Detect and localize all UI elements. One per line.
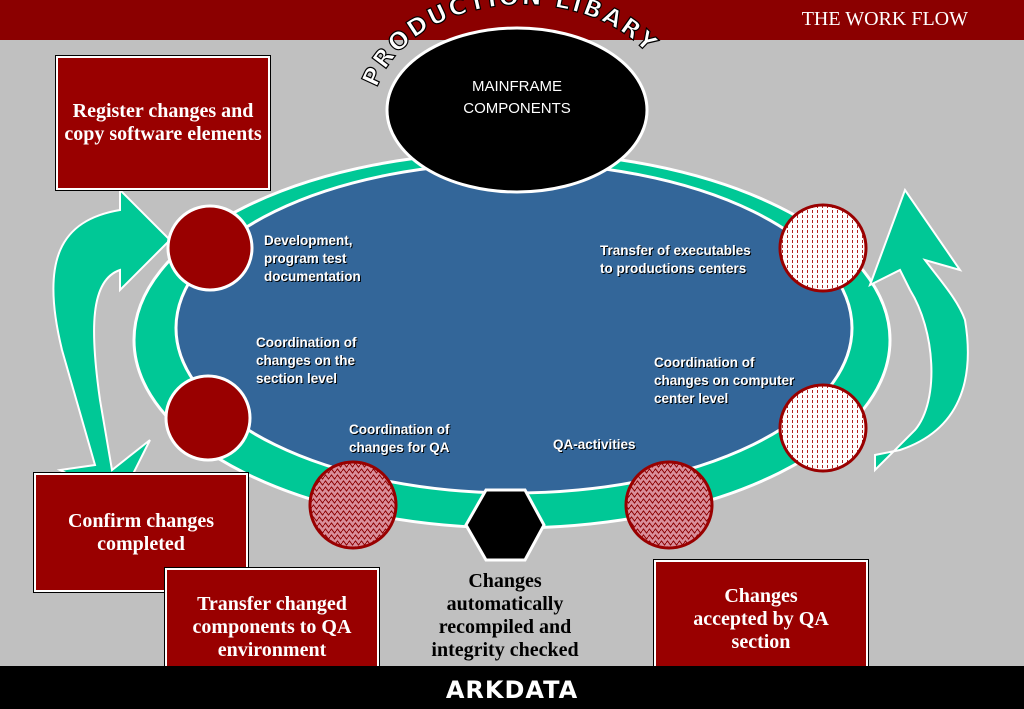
development-node — [166, 204, 254, 292]
accepted-box: Changes accepted by QA section — [654, 560, 868, 679]
qa-coordination-node — [308, 460, 398, 550]
computer-center-node — [778, 383, 868, 473]
section-level-node — [164, 374, 252, 462]
page-title: THE WORK FLOW — [801, 8, 968, 30]
right-cycle-arrow — [868, 187, 969, 473]
recompile-hexagon — [464, 488, 546, 562]
transfer-executables-label: Transfer of executables to productions c… — [600, 243, 751, 276]
qa-activities-node — [624, 460, 714, 550]
accepted-text: Changes accepted by QA section — [693, 585, 829, 653]
left-cycle-arrow — [52, 187, 172, 502]
recompiled-text: Changes automatically recompiled and int… — [431, 570, 579, 661]
mainframe-line1: MAINFRAME — [472, 78, 562, 95]
mainframe-label: MAINFRAME COMPONENTS — [440, 76, 594, 120]
section-coordination-label: Coordination of changes on the section l… — [256, 335, 357, 386]
transfer-executables-node — [778, 203, 868, 293]
footer-bar: ARKDATA — [0, 666, 1024, 709]
development-label: Development, program test documentation — [264, 233, 361, 284]
register-changes-text: Register changes and copy software eleme… — [64, 100, 262, 145]
brand-logo: ARKDATA — [445, 676, 579, 704]
qa-activities-label: QA-activities — [553, 437, 636, 452]
center-coordination-label: Coordination of changes on computer cent… — [654, 355, 795, 406]
process-ellipse — [174, 161, 854, 495]
qa-coordination-label: Coordination of changes for QA — [349, 422, 450, 455]
transfer-qa-text: Transfer changed components to QA enviro… — [192, 593, 352, 661]
mainframe-line2: COMPONENTS — [463, 100, 571, 117]
register-changes-box: Register changes and copy software eleme… — [56, 56, 270, 190]
mainframe-hub — [385, 26, 649, 194]
confirm-changes-text: Confirm changes completed — [67, 509, 215, 555]
